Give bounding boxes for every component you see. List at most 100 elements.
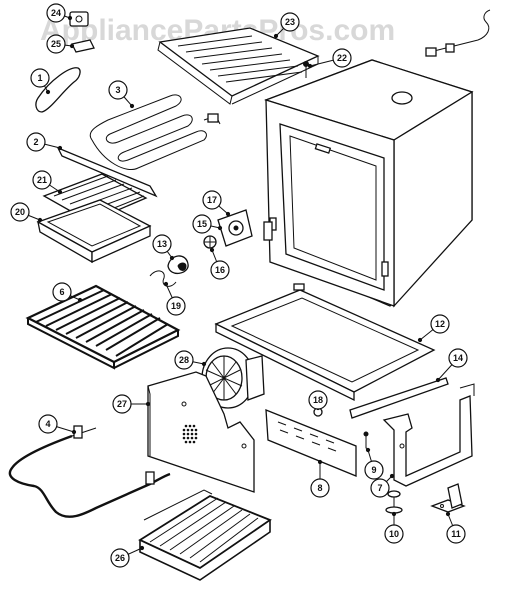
- part-convection-fan-28: [201, 347, 265, 409]
- callout-arrowhead-22: [307, 63, 313, 69]
- callout-label-25: 25: [51, 39, 61, 49]
- callout-18: 18: [308, 390, 328, 411]
- part-clip-9: [363, 431, 371, 451]
- callout-27: 27: [112, 394, 151, 414]
- part-fan-blade-16: [203, 235, 217, 249]
- part-side-bracket-7: [382, 383, 475, 487]
- callout-arrowhead-14: [435, 377, 441, 383]
- callout-label-16: 16: [215, 265, 225, 275]
- callout-circle-23: [280, 12, 300, 32]
- part-bottom-panel-12: [214, 283, 436, 402]
- callout-label-17: 17: [207, 195, 217, 205]
- callout-circle-1: [30, 68, 50, 88]
- part-screw-22: [303, 61, 309, 78]
- callout-label-11: 11: [451, 529, 461, 539]
- callout-circle-3: [108, 80, 128, 100]
- callout-label-20: 20: [15, 207, 25, 217]
- part-bake-element-4: [8, 425, 171, 518]
- callout-15: 15: [192, 214, 223, 234]
- callout-circle-14: [448, 348, 468, 368]
- part-rear-panel-27: [147, 371, 255, 493]
- callout-label-2: 2: [33, 137, 38, 147]
- callout-label-4: 4: [45, 419, 50, 429]
- callout-arrowhead-2: [57, 145, 63, 151]
- callout-arrowhead-16: [209, 247, 215, 253]
- part-rod-2: [56, 146, 158, 198]
- callout-label-27: 27: [117, 399, 127, 409]
- callout-label-8: 8: [317, 483, 322, 493]
- callout-14: 14: [435, 348, 468, 383]
- callout-circle-10: [384, 524, 404, 544]
- callout-arrowhead-21: [57, 189, 63, 195]
- callout-label-28: 28: [179, 355, 189, 365]
- callout-circle-22: [332, 48, 352, 68]
- callout-label-23: 23: [285, 17, 295, 27]
- callout-25: 25: [46, 34, 75, 54]
- callout-arrowhead-19: [163, 281, 169, 287]
- part-vent-grille-8: [265, 409, 357, 477]
- callout-label-12: 12: [435, 319, 445, 329]
- part-broil-pan-20: [36, 199, 152, 264]
- callout-arrowhead-12: [417, 337, 423, 343]
- callout-circle-18: [308, 390, 328, 410]
- callout-20: 20: [10, 202, 43, 223]
- callout-circle-21: [32, 170, 52, 190]
- callout-label-10: 10: [389, 529, 399, 539]
- part-leg-bracket-11: [430, 483, 466, 513]
- callout-circle-11: [446, 524, 466, 544]
- callout-label-18: 18: [313, 395, 323, 405]
- callout-11: 11: [445, 511, 466, 544]
- callout-21: 21: [32, 170, 63, 195]
- callout-arrowhead-15: [217, 225, 223, 231]
- part-broil-element-3: [89, 94, 221, 170]
- callout-circle-12: [430, 314, 450, 334]
- callout-arrowhead-26: [139, 545, 145, 551]
- callout-circle-13: [152, 234, 172, 254]
- part-clip-19: [149, 270, 177, 287]
- part-wire-harness: [425, 9, 491, 57]
- part-fan-motor-17: [217, 209, 273, 247]
- callout-12: 12: [417, 314, 450, 343]
- callout-24: 24: [46, 3, 73, 23]
- callout-circle-9: [364, 460, 384, 480]
- callout-circle-26: [110, 548, 130, 568]
- part-slide-rack-26: [138, 489, 272, 581]
- callout-28: 28: [174, 350, 207, 370]
- callout-label-26: 26: [115, 553, 125, 563]
- callout-label-21: 21: [37, 175, 47, 185]
- callout-7: 7: [370, 473, 395, 498]
- callout-label-15: 15: [197, 219, 207, 229]
- callout-arrowhead-20: [37, 217, 43, 223]
- callout-arrowhead-28: [201, 361, 207, 367]
- callout-circle-27: [112, 394, 132, 414]
- part-oven-rack-6: [25, 284, 181, 370]
- callout-arrowhead-27: [145, 401, 151, 407]
- callout-label-22: 22: [337, 53, 347, 63]
- callout-circle-7: [370, 478, 390, 498]
- part-bracket-24: [69, 11, 89, 27]
- callout-arrowhead-7: [389, 473, 395, 479]
- callout-arrowhead-9: [365, 447, 371, 453]
- callout-label-24: 24: [51, 8, 61, 18]
- callout-label-1: 1: [37, 73, 42, 83]
- part-trim-1: [35, 67, 81, 113]
- callout-circle-19: [166, 296, 186, 316]
- callout-circle-8: [310, 478, 330, 498]
- callout-circle-28: [174, 350, 194, 370]
- callout-23: 23: [273, 12, 300, 39]
- callout-arrowhead-24: [67, 15, 73, 21]
- callout-6: 6: [52, 282, 83, 303]
- callout-circle-24: [46, 3, 66, 23]
- callout-4: 4: [38, 414, 77, 435]
- part-top-panel-23: [157, 27, 320, 105]
- callout-arrowhead-8: [317, 459, 323, 465]
- callout-arrowhead-23: [273, 33, 279, 39]
- callout-17: 17: [202, 190, 231, 217]
- callout-3: 3: [108, 80, 135, 109]
- callout-13: 13: [152, 234, 175, 261]
- callout-9: 9: [364, 447, 384, 480]
- part-bracket-25: [71, 39, 95, 53]
- part-oven-cavity: [264, 59, 474, 308]
- callout-label-6: 6: [59, 287, 64, 297]
